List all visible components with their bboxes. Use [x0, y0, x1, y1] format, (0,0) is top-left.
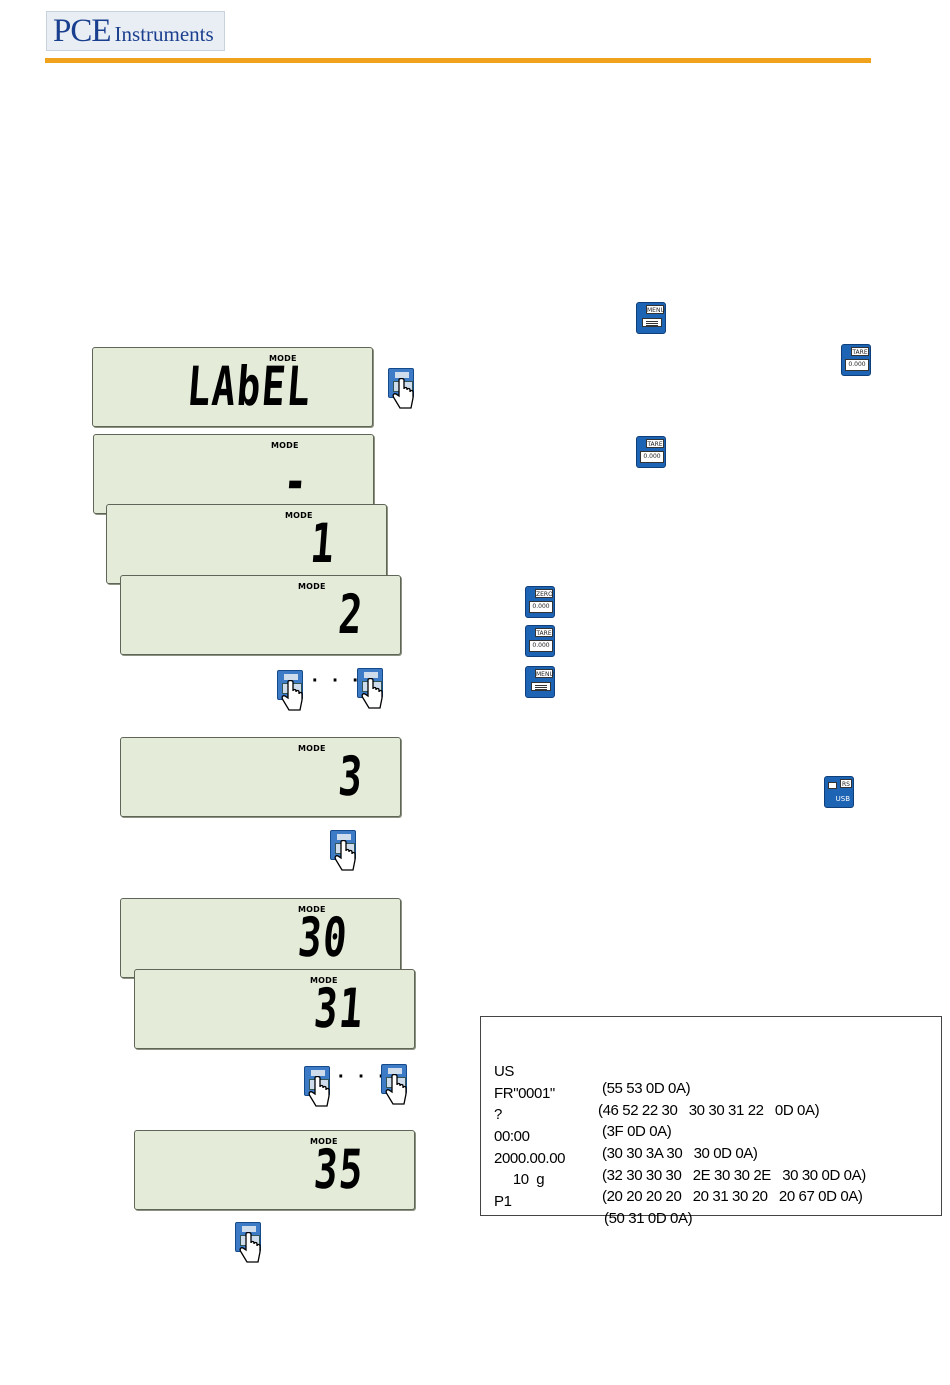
lcd-display-35: MODE 35 — [134, 1130, 415, 1210]
logo-main-text: PCE — [53, 12, 112, 49]
press-menu-key-icon — [235, 1222, 265, 1270]
lcd-display-30: MODE 30 — [120, 898, 401, 978]
lcd-value: LAbEL — [185, 355, 315, 418]
output-example-box: US (55 53 0D 0A) FR"0001" (46 52 22 30 3… — [480, 1016, 942, 1227]
hand-pointer-icon — [334, 840, 356, 871]
hand-pointer-icon — [308, 1076, 330, 1107]
code-line: 10 g (20 20 20 20 20 31 30 20 20 67 0D 0… — [494, 1171, 863, 1205]
press-tare-key-icon — [388, 368, 418, 416]
tare-key-icon: TARE 0.000 — [525, 625, 555, 657]
lcd-display-dash: MODE - — [93, 434, 374, 514]
menu-key-icon: MENU — [636, 302, 666, 334]
code-line: FR"0001" (46 52 22 30 30 30 31 22 0D 0A) — [494, 1085, 820, 1119]
rs-usb-key-icon: RS USB — [824, 776, 854, 808]
lcd-value: - — [281, 450, 312, 513]
mode-indicator: MODE — [298, 905, 326, 914]
hand-pointer-icon — [281, 680, 303, 711]
pce-logo: PCE Instruments — [46, 11, 225, 51]
header-divider — [45, 58, 871, 63]
tare-key-icon: TARE 0.000 — [636, 436, 666, 468]
press-key-left-icon — [304, 1066, 334, 1114]
press-key-left-icon — [277, 670, 307, 718]
mode-indicator: MODE — [310, 1137, 338, 1146]
hand-pointer-icon — [239, 1232, 261, 1263]
computer-icon — [828, 782, 837, 789]
logo-sub-text: Instruments — [114, 21, 214, 46]
press-key-right-icon — [381, 1064, 411, 1112]
hand-pointer-icon — [385, 1074, 407, 1105]
mode-indicator: MODE — [269, 354, 297, 363]
lcd-display-2: MODE 2 — [120, 575, 401, 655]
ellipsis: · · · — [338, 1066, 390, 1088]
lcd-value: 2 — [336, 583, 367, 646]
mode-indicator: MODE — [285, 511, 313, 520]
lcd-display-1: MODE 1 — [106, 504, 387, 584]
mode-indicator: MODE — [310, 976, 338, 985]
code-line: ? (3F 0D 0A) — [494, 1106, 672, 1140]
code-line: 00:00 (30 30 3A 30 30 0D 0A) — [494, 1128, 758, 1162]
lcd-value: 31 — [311, 977, 367, 1040]
lcd-value: 35 — [311, 1138, 367, 1201]
mode-indicator: MODE — [298, 744, 326, 753]
press-tare-key-icon — [330, 830, 360, 878]
code-line: US (55 53 0D 0A) — [494, 1063, 691, 1097]
code-line: 2000.00.00 (32 30 30 30 2E 30 30 2E 30 3… — [494, 1150, 866, 1184]
lcd-display-label: MODE LAbEL — [92, 347, 373, 427]
lcd-value: 3 — [336, 745, 367, 808]
lcd-value: 1 — [308, 512, 339, 575]
mode-indicator: MODE — [271, 441, 299, 450]
lcd-display-3: MODE 3 — [120, 737, 401, 817]
zero-key-icon: ZERO 0.000 — [525, 586, 555, 618]
code-line: P1 (50 31 0D 0A) — [494, 1193, 693, 1227]
mode-indicator: MODE — [298, 582, 326, 591]
menu-key-icon: MENU — [525, 666, 555, 698]
lcd-value: 30 — [295, 906, 351, 969]
hand-pointer-icon — [361, 678, 383, 709]
tare-key-icon: TARE 0.000 — [841, 344, 871, 376]
lcd-display-31: MODE 31 — [134, 969, 415, 1049]
hand-pointer-icon — [392, 378, 414, 409]
press-key-right-icon — [357, 668, 387, 716]
ellipsis: · · · — [312, 670, 364, 692]
